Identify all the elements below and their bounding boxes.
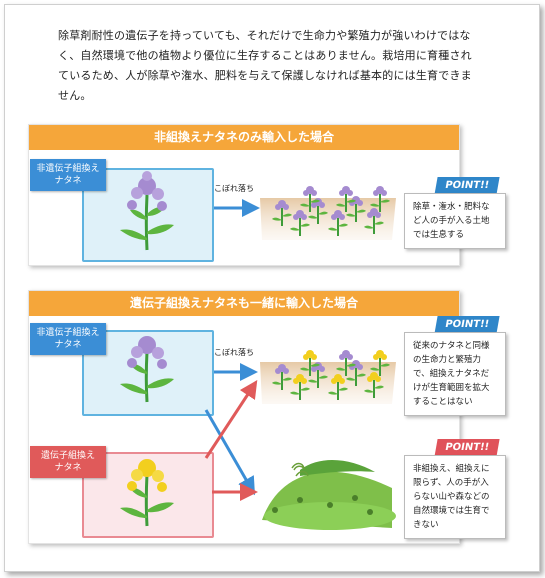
nongm-ribbon-2: 非遺伝子組換え ナタネ (30, 323, 106, 355)
spill-label-2: こぼれ落ち (214, 348, 254, 357)
intro-text: 除草剤耐性の遺伝子を持っていても、それだけで生命力や繁殖力が強いわけではなく、自… (58, 29, 472, 102)
point-box-2: 従来のナタネと同様の生命力と繁殖力で、組換えナタネだけが生育範囲を拡大することは… (404, 332, 506, 416)
nongm-ribbon-1: 非遺伝子組換え ナタネ (30, 159, 106, 191)
gm-ribbon: 遺伝子組換え ナタネ (30, 446, 106, 478)
panel1-title: 非組換えナタネのみ輸入した場合 (29, 125, 459, 150)
spill-label-1: こぼれ落ち (214, 184, 254, 193)
panel2-title: 遺伝子組換えナタネも一緒に輸入した場合 (29, 291, 459, 316)
point-box-3: 非組換え、組換えに限らず、人の手が入らない山や森などの自然環境では生育できない (404, 455, 506, 539)
point-box-1: 除草・潅水・肥料など人の手が入る土地では生息する (404, 193, 506, 249)
